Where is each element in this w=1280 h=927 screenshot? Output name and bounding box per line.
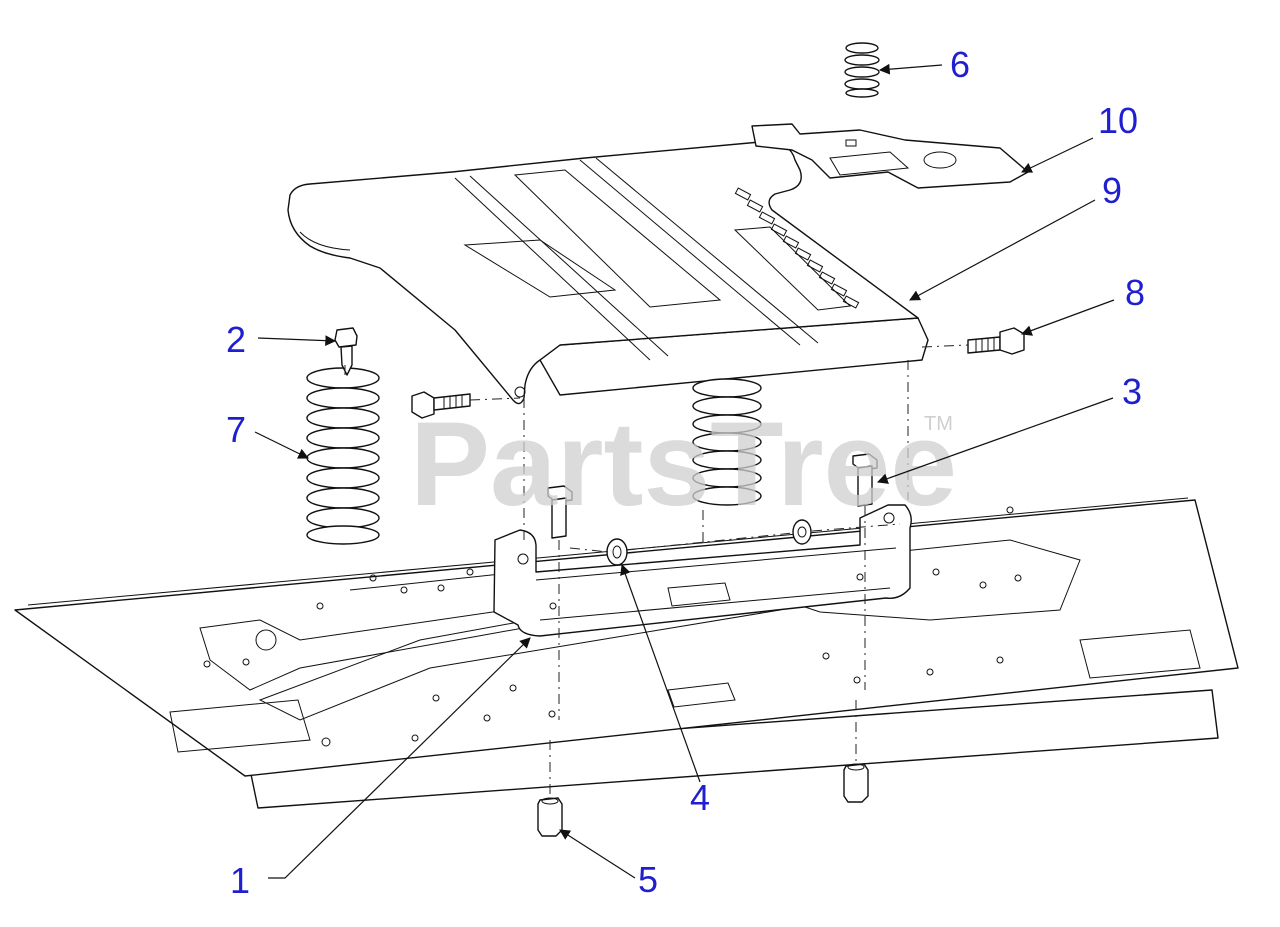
seat-spring-right: [692, 378, 762, 506]
leader-2: [257, 335, 337, 347]
callout-5: 5: [638, 859, 658, 900]
leader-3: [876, 397, 1114, 484]
partstree-watermark: PartsTree TM: [410, 397, 957, 531]
leader-1: [268, 637, 531, 879]
assembly-center-lines: [344, 344, 969, 798]
small-spring: [844, 42, 880, 98]
flange-nut-right: [792, 519, 812, 545]
callout-8: 8: [1125, 272, 1145, 313]
leader-8: [1020, 299, 1115, 336]
leader-lines: [254, 63, 1115, 879]
spacer-left: [537, 797, 563, 837]
seat-vent-slots: [734, 187, 860, 309]
callout-7: 7: [226, 409, 246, 450]
watermark-trademark: TM: [924, 413, 953, 435]
leader-5: [559, 829, 636, 879]
watermark-text: PartsTree: [410, 397, 957, 531]
leader-4: [620, 563, 701, 783]
leader-9: [909, 199, 1096, 301]
hex-bolt-vertical-left: [547, 485, 573, 539]
seat-hinge-bracket: [493, 504, 912, 637]
seat-spring-left: [306, 367, 380, 545]
spacer-right: [843, 763, 869, 803]
callout-2: 2: [226, 319, 246, 360]
callout-9: 9: [1102, 170, 1122, 211]
callout-10: 10: [1098, 100, 1138, 141]
hex-bolt-side-left: [411, 391, 471, 419]
callout-6: 6: [950, 44, 970, 85]
seat-pan: [287, 141, 929, 405]
hex-bolt-vertical-right: [852, 453, 878, 507]
callout-3: 3: [1122, 371, 1142, 412]
callout-1: 1: [230, 860, 250, 901]
leader-7: [254, 431, 309, 459]
flange-nut-left: [606, 538, 628, 566]
hex-bolt-side-right: [967, 327, 1025, 355]
base-pan: [14, 497, 1239, 809]
leader-6: [878, 63, 943, 75]
flange-bolt-top-left: [334, 327, 358, 376]
callout-labels: 1 2 3 4 5 6 7 8 9 10: [226, 44, 1145, 901]
leader-10: [1021, 137, 1094, 173]
callout-4: 4: [690, 777, 710, 818]
seat-latch-bracket: [751, 123, 1029, 189]
